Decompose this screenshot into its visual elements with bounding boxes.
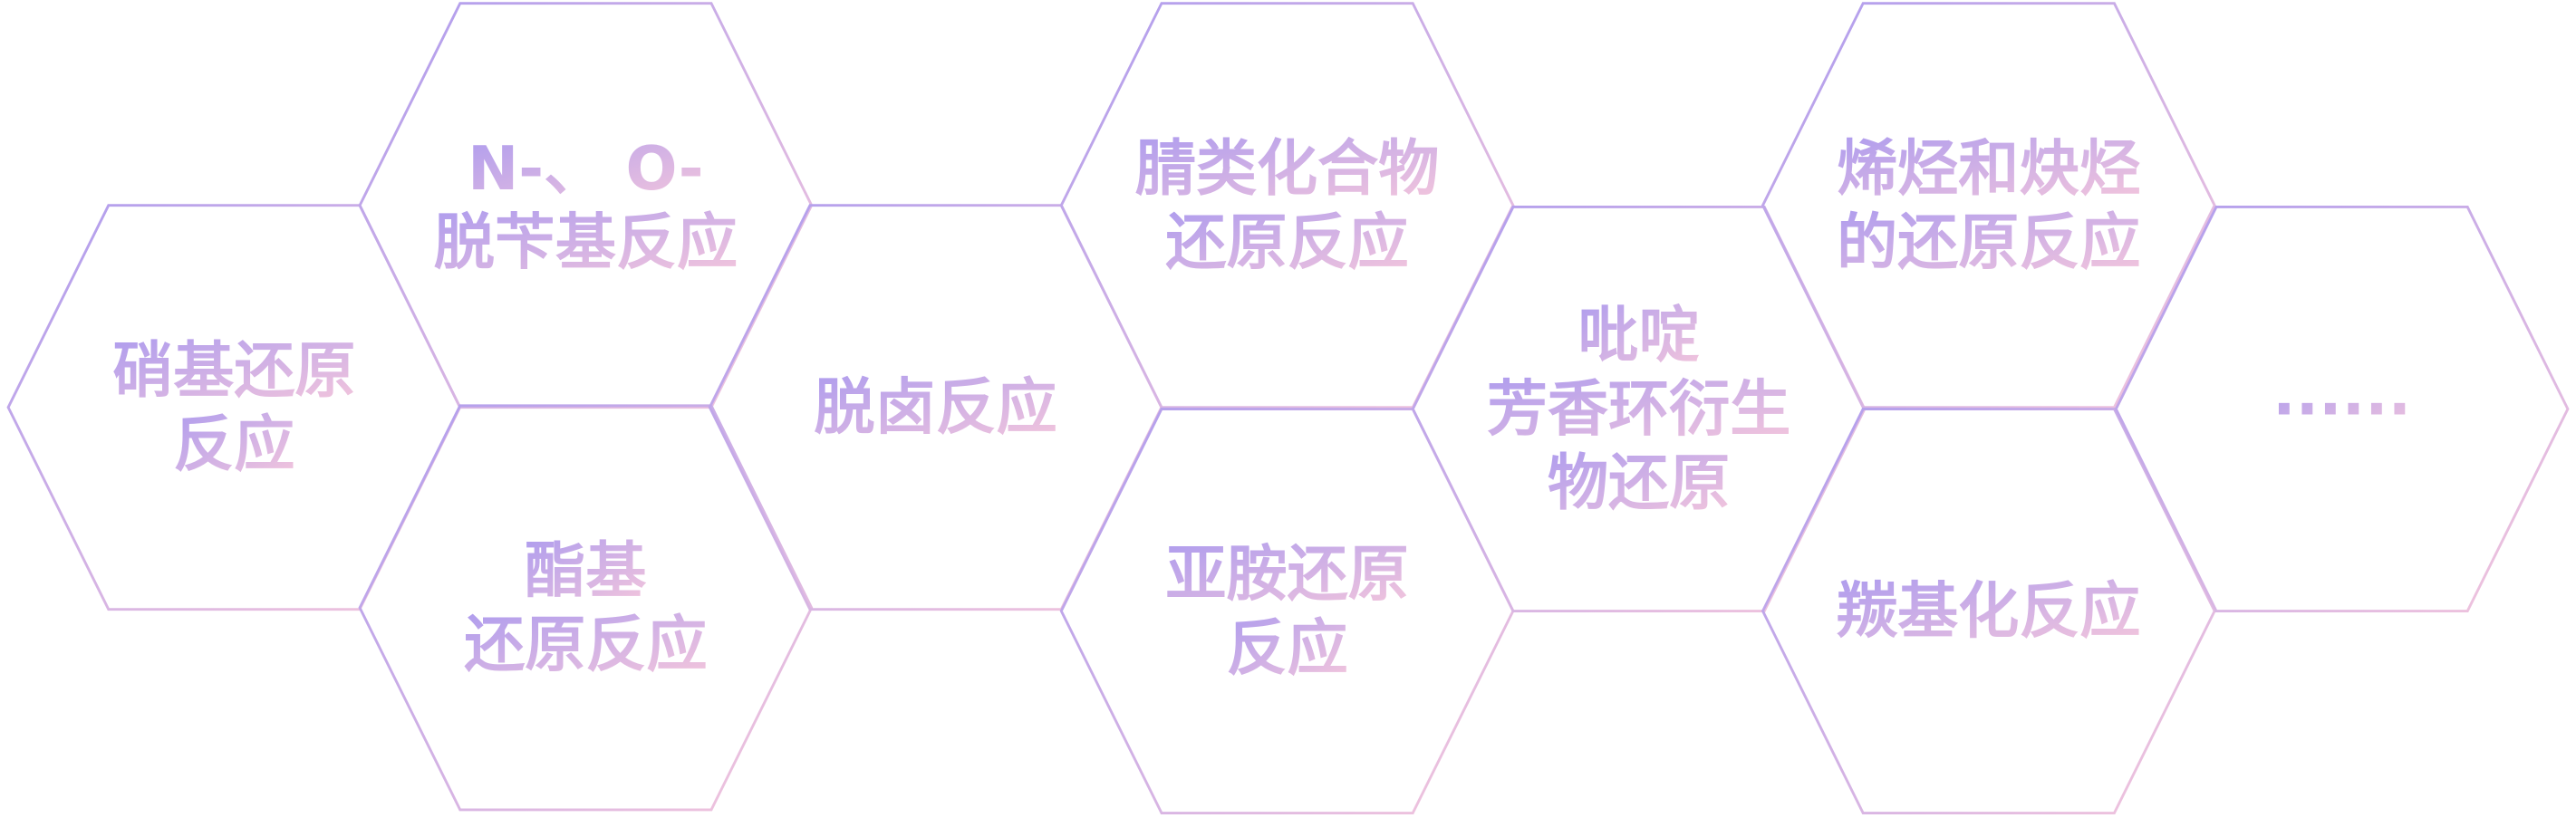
- hexagon-label-line: 羰基化反应: [1837, 576, 2140, 647]
- hexagon-carbonylation: 羰基化反应: [1761, 408, 2216, 814]
- hexagon-label-line: 酯基: [525, 535, 646, 606]
- hexagon-label-line: N-、 O-: [468, 133, 704, 204]
- hexagon-n-o-debenzylation: N-、 O-脱苄基反应: [358, 2, 814, 409]
- hexagon-label-line: 芳香环衍生: [1487, 374, 1790, 445]
- hexagon-outline: [1761, 2, 2216, 409]
- hexagon-outline: [2114, 206, 2570, 612]
- hexagon-label-line: 腈类化合物: [1135, 133, 1439, 204]
- hexagon-label-line: ······: [2272, 374, 2411, 445]
- hexagon-dehalogenation: 脱卤反应: [708, 204, 1163, 611]
- hexagon-label-line: 反应: [173, 409, 294, 479]
- hexagon-outline: [358, 2, 814, 409]
- hexagon-outline: [1059, 408, 1515, 814]
- hexagon-label-line: 物还原: [1548, 447, 1730, 518]
- hexagon-outline: [358, 404, 814, 812]
- hexagon-label-line: 吡啶: [1578, 300, 1700, 371]
- hexagon-label-line: 脱苄基反应: [434, 207, 738, 277]
- hexagon-more: ······: [2114, 206, 2570, 612]
- hexagon-label-line: 硝基还原: [112, 335, 355, 406]
- hexagon-label-line: 的还原反应: [1837, 207, 2140, 277]
- hexagon-outline: [1059, 2, 1515, 409]
- hexagon-label-line: 还原反应: [1165, 207, 1408, 277]
- hexagon-label-line: 亚胺还原: [1165, 539, 1408, 610]
- hexagon-label-line: 烯烃和炔烃: [1837, 133, 2140, 204]
- hexagon-outline: [6, 204, 462, 611]
- hexagon-outline: [1761, 408, 2216, 814]
- hexagon-label-line: 脱卤反应: [814, 372, 1056, 443]
- hexagon-label-line: 还原反应: [464, 610, 707, 680]
- hexagon-label-line: 反应: [1227, 612, 1348, 683]
